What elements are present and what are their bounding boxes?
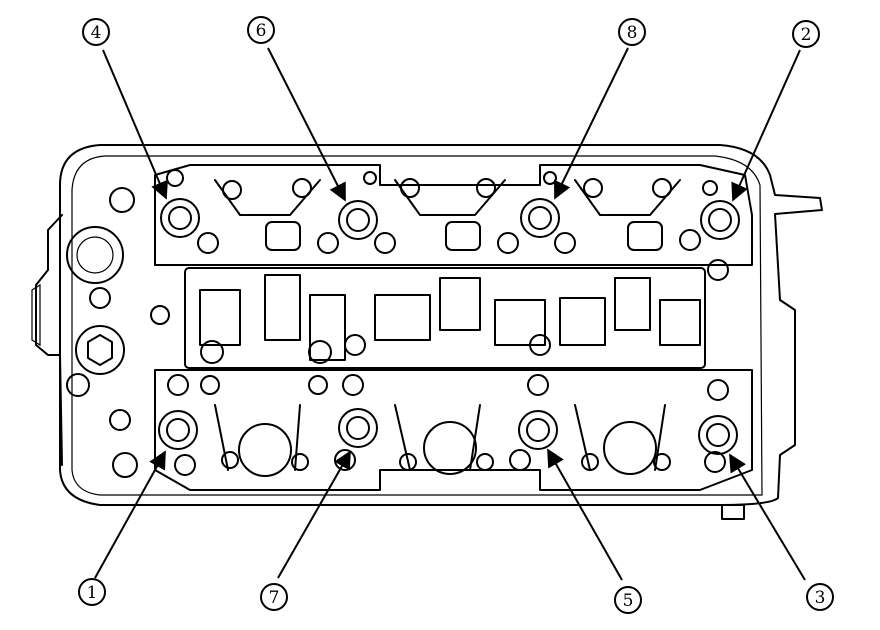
left-bolt-lower <box>66 373 90 397</box>
head-bolt-6 <box>338 200 378 240</box>
callout-6-label: 6 <box>256 21 267 41</box>
camshaft-internals <box>199 274 701 364</box>
upper-rail <box>154 164 753 266</box>
lower-valve-group <box>214 404 671 477</box>
callout-4-label: 4 <box>91 23 102 43</box>
callout-2: 2 <box>792 20 820 48</box>
callout-1-label: 1 <box>87 583 98 603</box>
callout-7-label: 7 <box>269 588 280 608</box>
left-end-cover <box>35 214 63 466</box>
left-bolt-low2 <box>109 409 131 431</box>
head-bolt-4 <box>160 198 200 238</box>
left-bolt-mid <box>89 287 111 309</box>
left-bolt-upper <box>109 187 135 213</box>
leader-7 <box>277 450 351 579</box>
leader-4 <box>102 49 168 200</box>
left-boss-inner <box>76 236 114 274</box>
left-plug-ring <box>75 325 125 375</box>
head-bolt-5 <box>518 410 558 450</box>
cylinder-head-outline <box>59 144 823 506</box>
leader-3 <box>729 453 806 581</box>
callout-3-label: 3 <box>815 588 826 608</box>
cylinder-head-inner-outline <box>71 155 763 496</box>
left-bolt-bottom <box>112 452 138 478</box>
callout-1: 1 <box>78 578 106 606</box>
callout-4: 4 <box>82 18 110 46</box>
callout-5-label: 5 <box>623 591 634 611</box>
head-bolt-2 <box>700 200 740 240</box>
head-bolt-1 <box>158 410 198 450</box>
valve-chamber <box>184 267 706 369</box>
head-bolt-7 <box>338 408 378 448</box>
callout-8: 8 <box>618 18 646 46</box>
leader-2 <box>731 49 801 202</box>
callout-3: 3 <box>806 583 834 611</box>
callout-2-label: 2 <box>801 25 812 45</box>
head-bolts <box>158 198 740 455</box>
left-boss <box>66 226 124 284</box>
head-bolt-8 <box>520 198 560 238</box>
leader-8 <box>553 47 629 200</box>
upper-rocker-group <box>214 178 681 251</box>
callout-5: 5 <box>614 586 642 614</box>
leader-lines <box>94 47 806 581</box>
left-end-flange <box>31 283 41 347</box>
left-plug-hex <box>87 334 113 366</box>
callout-6: 6 <box>247 16 275 44</box>
leader-1 <box>94 450 166 579</box>
lower-rail <box>154 369 753 491</box>
leader-6 <box>267 47 346 202</box>
callout-7: 7 <box>260 583 288 611</box>
callout-8-label: 8 <box>627 23 638 43</box>
head-bolt-3 <box>698 415 738 455</box>
leader-5 <box>547 448 623 581</box>
small-bolts <box>150 169 745 520</box>
